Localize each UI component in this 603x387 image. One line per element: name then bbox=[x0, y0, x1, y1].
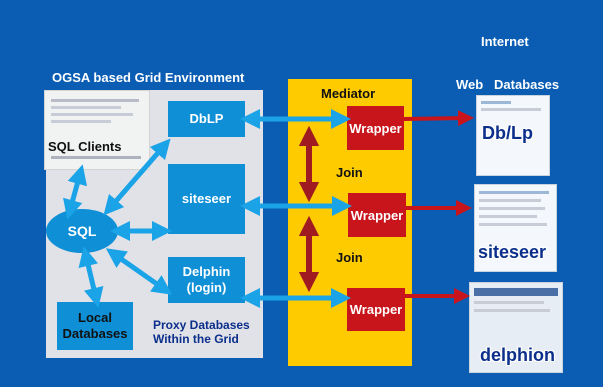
mediator-label: Mediator bbox=[321, 86, 376, 101]
internet-label: Internet bbox=[481, 34, 529, 49]
grid-environment-label: OGSA based Grid Environment bbox=[52, 70, 245, 85]
sql-clients-thumbnail bbox=[44, 90, 150, 170]
arrow-sql-to-clients bbox=[63, 164, 87, 220]
local-databases-node: Local Databases bbox=[57, 302, 133, 350]
web-site-dblp-label: Db/Lp bbox=[482, 123, 533, 143]
wrapper-siteseer: Wrapper bbox=[348, 193, 406, 237]
siteseer-node: siteseer bbox=[168, 164, 245, 234]
arrow-sql-to-delphin bbox=[105, 248, 173, 295]
join-label-bottom: Join bbox=[336, 250, 363, 265]
delphin-node: Delphin (login) bbox=[168, 257, 245, 303]
web-thumbnail-siteseer bbox=[474, 184, 557, 272]
web-site-delphion-label: delphion bbox=[480, 345, 555, 365]
web-thumbnail-delphion bbox=[469, 282, 563, 373]
arrow-sql-to-dblp bbox=[103, 138, 171, 216]
wrapper-delphion: Wrapper bbox=[347, 288, 405, 331]
proxy-databases-label: Proxy Databases Within the Grid bbox=[153, 318, 250, 346]
sql-clients-label: SQL Clients bbox=[48, 139, 122, 154]
wrapper-dblp: Wrapper bbox=[347, 106, 404, 150]
web-thumbnail-dblp bbox=[476, 95, 550, 176]
web-databases-label: Web Databases bbox=[456, 77, 560, 92]
arrow-sql-to-local-databases bbox=[78, 246, 104, 308]
join-label-top: Join bbox=[336, 165, 363, 180]
dblp-node: DbLP bbox=[168, 101, 245, 137]
web-site-siteseer-label: siteseer bbox=[478, 242, 547, 262]
arrow-wrapper-to-dblp-site bbox=[403, 110, 474, 127]
